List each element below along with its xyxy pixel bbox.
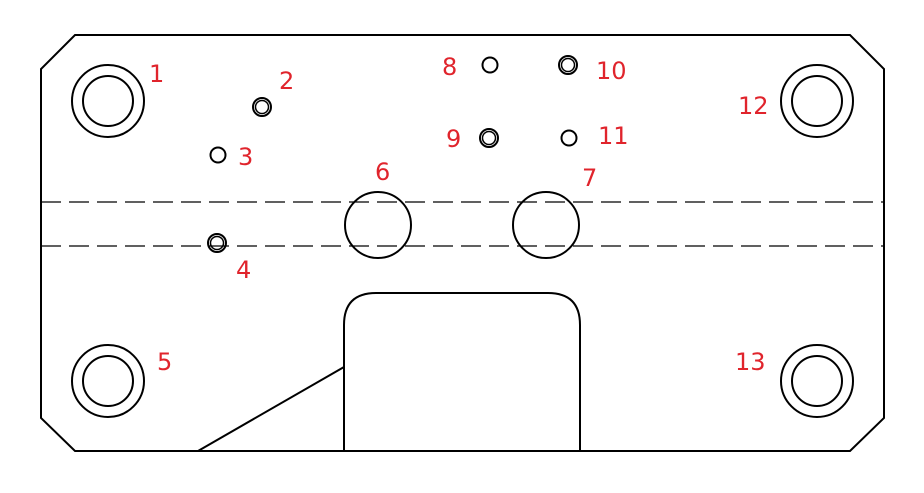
label-2: 2 [279,67,294,95]
label-4: 4 [236,256,251,284]
label-10: 10 [596,57,627,85]
plate-outline [40,34,885,452]
label-8: 8 [442,53,457,81]
hole-8 [481,56,499,74]
hole-11 [560,129,578,147]
label-12: 12 [738,92,769,120]
label-13: 13 [735,348,766,376]
hole-2 [252,97,272,117]
hole-10 [558,55,578,75]
label-6: 6 [375,158,390,186]
label-1: 1 [149,60,164,88]
label-7: 7 [582,164,597,192]
hole-6 [344,191,412,259]
label-3: 3 [238,143,253,171]
hole-1 [71,64,145,138]
hole-9 [479,128,499,148]
bottom-slot [343,292,581,451]
label-5: 5 [157,348,172,376]
hole-5 [71,344,145,418]
hole-7 [512,191,580,259]
hole-3 [209,146,227,164]
label-11: 11 [598,122,629,150]
diagonal-edge [197,366,345,452]
hole-13 [780,344,854,418]
hole-12 [780,64,854,138]
label-9: 9 [446,125,461,153]
hole-4 [207,233,227,253]
